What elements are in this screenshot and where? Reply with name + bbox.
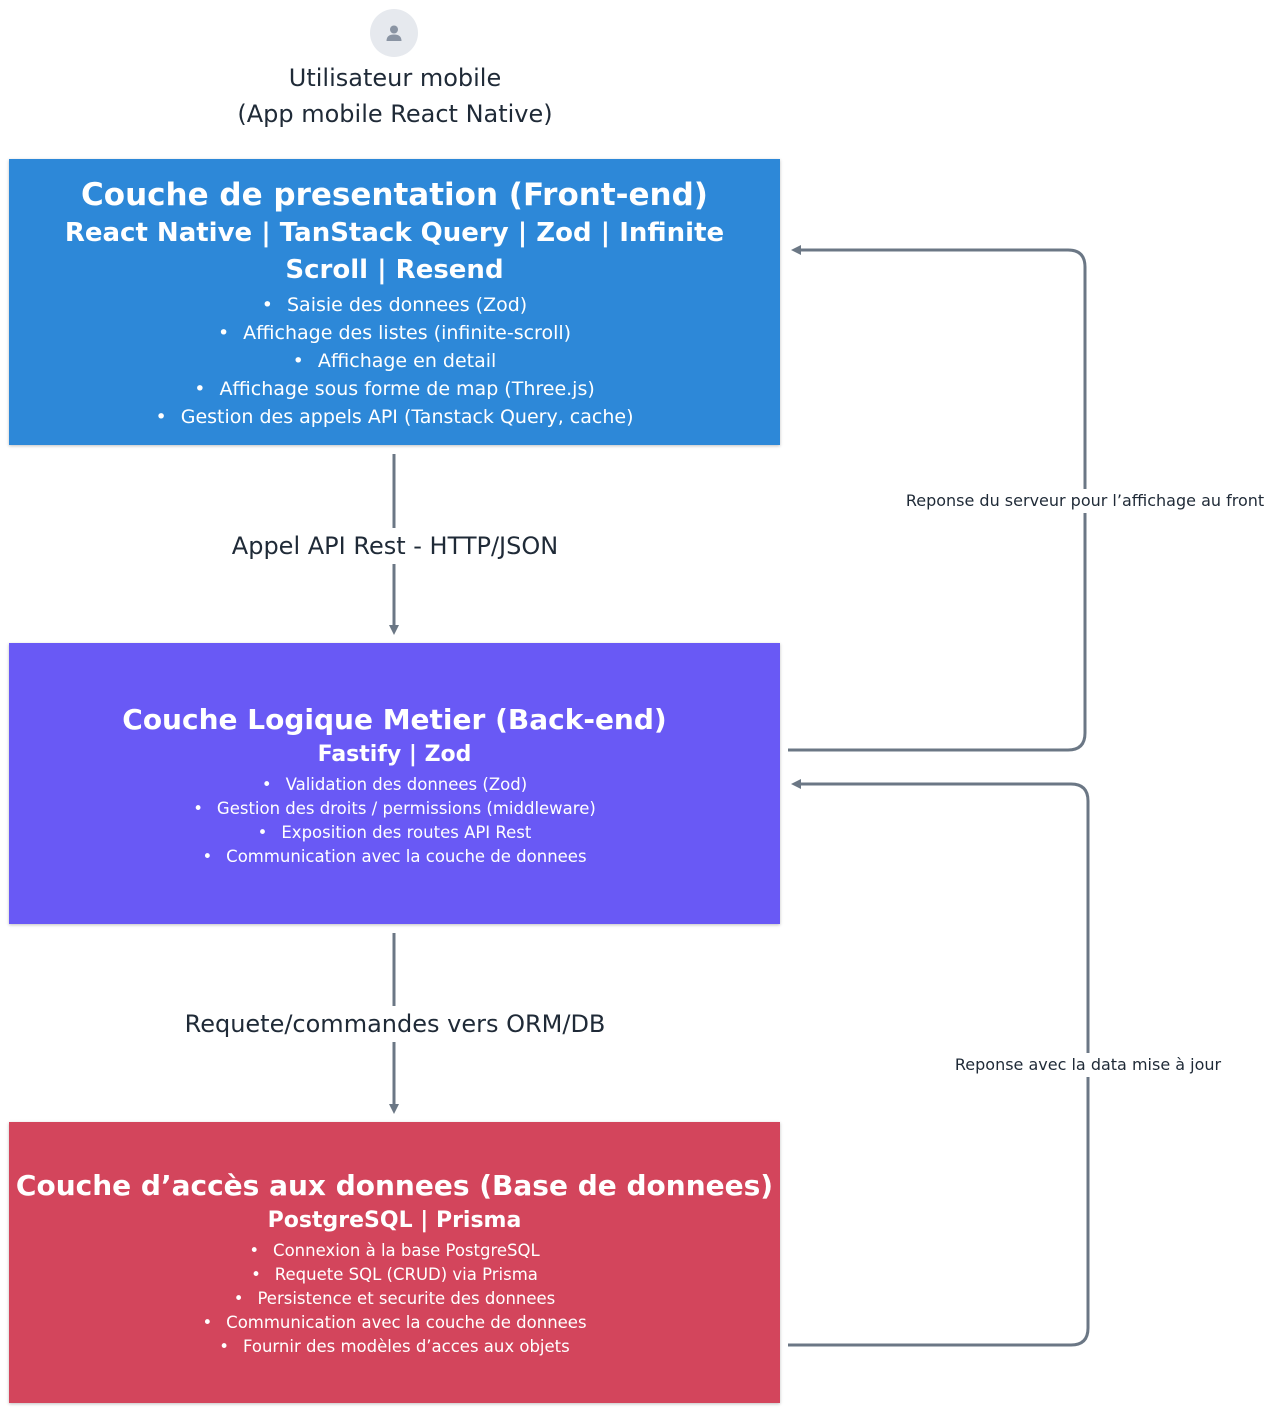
user-avatar — [370, 9, 418, 57]
list-item: Fournir des modèles d’acces aux objets — [9, 1335, 780, 1359]
data-layer-box: Couche d’accès aux donnees (Base de donn… — [9, 1122, 780, 1403]
list-item: Affichage sous forme de map (Three.js) — [9, 375, 780, 403]
presentation-layer-box: Couche de presentation (Front-end) React… — [9, 159, 780, 445]
list-item: Communication avec la couche de donnees — [9, 845, 780, 869]
list-item: Requete SQL (CRUD) via Prisma — [9, 1263, 780, 1287]
list-item: Gestion des droits / permissions (middle… — [9, 797, 780, 821]
list-item: Saisie des donnees (Zod) — [9, 291, 780, 319]
list-item: Exposition des routes API Rest — [9, 821, 780, 845]
business-layer-tech: Fastify | Zod — [317, 742, 472, 767]
user-title: Utilisateur mobile — [288, 64, 502, 92]
list-item: Gestion des appels API (Tanstack Query, … — [9, 403, 780, 431]
list-item: Affichage des listes (infinite-scroll) — [9, 319, 780, 347]
user-subtitle: (App mobile React Native) — [237, 100, 553, 128]
orm-request-label: Requete/commandes vers ORM/DB — [150, 1006, 640, 1042]
list-item: Communication avec la couche de donnees — [9, 1311, 780, 1335]
business-layer-items: Validation des donnees (Zod) Gestion des… — [9, 773, 780, 869]
data-response-label: Reponse avec la data mise à jour — [948, 1053, 1228, 1077]
list-item: Connexion à la base PostgreSQL — [9, 1239, 780, 1263]
presentation-layer-tech: React Native | TanStack Query | Zod | In… — [64, 218, 725, 285]
business-layer-box: Couche Logique Metier (Back-end) Fastify… — [9, 643, 780, 924]
data-layer-items: Connexion à la base PostgreSQL Requete S… — [9, 1239, 780, 1359]
user-label: Utilisateur mobile (App mobile React Nat… — [200, 60, 590, 132]
presentation-layer-items: Saisie des donnees (Zod) Affichage des l… — [9, 291, 780, 431]
data-layer-tech: PostgreSQL | Prisma — [267, 1208, 522, 1233]
presentation-layer-title: Couche de presentation (Front-end) — [81, 177, 708, 213]
list-item: Persistence et securite des donnees — [9, 1287, 780, 1311]
api-call-label: Appel API Rest - HTTP/JSON — [200, 528, 590, 564]
server-response-label: Reponse du serveur pour l’affichage au f… — [905, 489, 1265, 513]
user-icon — [386, 25, 402, 41]
list-item: Affichage en detail — [9, 347, 780, 375]
list-item: Validation des donnees (Zod) — [9, 773, 780, 797]
business-layer-title: Couche Logique Metier (Back-end) — [122, 703, 667, 736]
data-layer-title: Couche d’accès aux donnees (Base de donn… — [15, 1169, 774, 1202]
